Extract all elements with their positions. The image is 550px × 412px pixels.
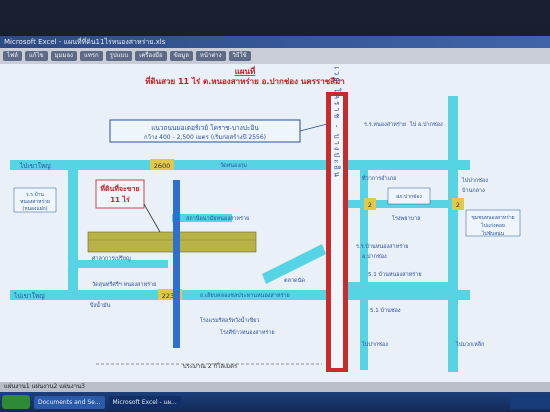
right-info-box — [465, 209, 521, 237]
right-lower-road — [348, 282, 448, 290]
sale-label-box — [95, 179, 145, 209]
distance-label: ประมาณ 2 กิโลเมตร — [183, 362, 238, 370]
right-label-3: ไปปากช่อง — [461, 177, 488, 184]
road-2235-label: 2235 — [162, 292, 179, 300]
factory-label: โรงสีข้าวหนองสาหร่าย — [220, 328, 275, 336]
project-box-pointer — [299, 123, 328, 132]
right-road-1 — [360, 170, 368, 370]
km-marker-2: 2 — [456, 201, 460, 209]
menu-insert[interactable]: แทรก — [79, 51, 103, 61]
km-marker: 2 — [368, 201, 372, 209]
mid-label-3: 5.1 บ้านหนองสาหร่าย — [368, 271, 422, 278]
bottom-right-2: ไปมวกเหล็ก — [455, 340, 485, 348]
map-drawing: แผนที่ ที่ดินสวย 11 ไร่ ต.หนองสาหร่าย อ.… — [10, 64, 521, 372]
sale-land-parcel[interactable] — [87, 231, 257, 253]
road-2600-marker — [150, 159, 174, 170]
menu-window[interactable]: หน้าต่าง — [195, 51, 226, 61]
diagonal-road — [262, 244, 326, 284]
km-marker-box — [364, 198, 376, 210]
market-label: ตลาดนัด — [284, 277, 305, 284]
district-office-label: ที่ว่าการอำเภอ — [362, 174, 397, 182]
menu-data[interactable]: ข้อมูล — [169, 51, 193, 61]
menu-tools[interactable]: เครื่องมือ — [135, 51, 167, 61]
health-center-label: สถานีอนามัยหนองสาหร่าย — [186, 215, 249, 222]
mid-label-2: อ.ปากช่อง — [362, 253, 387, 260]
to-khaoyai-bottom: ไปเขาใหญ่ — [13, 292, 45, 300]
road-2235-marker — [158, 289, 182, 300]
school-left-1: ร.ร.บ้าน — [26, 191, 45, 198]
sale-label-2: 11 ไร่ — [110, 195, 130, 204]
temple-forest-label: วัดสุนทรีศรีฯ หนองสาหร่าย — [92, 281, 156, 288]
map-subtitle: ที่ดินสวย 11 ไร่ ต.หนองสาหร่าย อ.ปากช่อง… — [145, 75, 345, 86]
police-box — [387, 187, 431, 205]
right-road-2 — [448, 96, 458, 372]
sala-label: ศาลาการเปรียญ — [92, 255, 131, 262]
spreadsheet-map-canvas[interactable]: แผนที่ ที่ดินสวย 11 ไร่ ต.หนองสาหร่าย อ.… — [0, 64, 550, 382]
mid-label-1: ร.ร.บ้านหนองสาหร่าย — [356, 243, 408, 250]
project-box-line2: กว้าง 400 - 2,500 เมตร (เริ่มก่อสร้างปี … — [144, 133, 266, 141]
taskbar-item-explorer[interactable]: Documents and Se... — [34, 395, 105, 409]
pond-label: บึงน้ำมัน — [89, 301, 110, 309]
sala-road — [172, 214, 232, 222]
right-label-4: บ้านกลาง — [462, 187, 485, 194]
right-label-2: ไป อ.ปากช่อง — [409, 121, 443, 128]
start-button[interactable] — [2, 395, 30, 409]
window-title: Microsoft Excel - แผนที่ที่ดิน11ไร่หนองส… — [4, 38, 166, 46]
menu-help[interactable]: วิธีใช้ — [228, 51, 251, 61]
temple-label: วัดหนองกุ่ม — [220, 162, 247, 169]
sheet-tabs[interactable]: แผ่นงาน1 แผ่นงาน2 แผ่นงาน3 — [4, 383, 85, 390]
sheet-tabs-bar[interactable]: แผ่นงาน1 แผ่นงาน2 แผ่นงาน3 — [0, 382, 550, 392]
school-left-2: หนองสาหร่าย — [20, 199, 50, 205]
hotel-label: โรงแรมรีสอร์ทวังน้ำเขียว — [200, 316, 260, 324]
hotel-road — [78, 260, 168, 268]
right-label-1: ร.ร.หนองสาหร่าย — [364, 121, 406, 128]
school-left-3: (หนองแฝก) — [22, 206, 47, 212]
road-2600 — [10, 160, 470, 170]
menu-format[interactable]: รูปแบบ — [105, 51, 133, 61]
school-left-box — [13, 187, 57, 213]
bottom-right-1: ไปปากช่อง — [361, 341, 388, 348]
menu-edit[interactable]: แก้ไข — [24, 51, 48, 61]
sale-label-1: ที่ดินที่จะขาย — [100, 183, 140, 193]
road-2600-label: 2600 — [154, 162, 171, 170]
canal — [173, 180, 180, 348]
taskbar-item-excel[interactable]: Microsoft Excel - แผ... — [108, 395, 181, 409]
project-box-line1: แนวถนนมอเตอร์เวย์ โคราช-บางปะอิน — [151, 124, 259, 132]
menu-file[interactable]: ไฟล์ — [3, 51, 22, 61]
window-title-bar: Microsoft Excel - แผนที่ที่ดิน11ไร่หนองส… — [0, 36, 550, 48]
motorway-label: มอเตอร์เวย์ โคราช - บางปะอิน — [333, 64, 342, 179]
system-tray — [510, 395, 550, 409]
left-vertical-road — [68, 170, 78, 290]
menu-view[interactable]: มุมมอง — [50, 51, 77, 61]
hospital-label: โรงพยาบาล — [392, 214, 420, 222]
sale-label-pointer — [143, 203, 161, 233]
taskbar: Documents and Se... Microsoft Excel - แผ… — [0, 392, 550, 412]
toolbar: ไฟล์ แก้ไข มุมมอง แทรก รูปแบบ เครื่องมือ… — [0, 48, 550, 64]
community-road-label: ถ.เลียบคลองชลประทานหนองสาหร่าย — [200, 292, 290, 299]
police-label: สภ.ปากช่อง — [396, 194, 422, 200]
motorway-label-strip — [331, 96, 343, 368]
map-title: แผนที่ — [235, 65, 256, 76]
mid-label-4: 5.1 บ้านช่อง — [370, 307, 401, 314]
km-marker-box-2 — [452, 198, 464, 210]
to-khaoyai-top: ไปเขาใหญ่ — [19, 162, 51, 170]
road-2235 — [10, 290, 470, 300]
right-label-6: ไปแก่งคอย — [480, 222, 505, 229]
right-label-7: ไปซับสนุ่น — [481, 230, 505, 237]
right-label-5: ชุมชนหนองสาหร่าย — [471, 215, 514, 221]
